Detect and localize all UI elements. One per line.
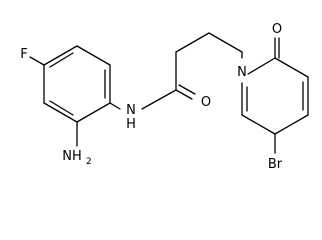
amine-nh-label: NH [62, 149, 82, 164]
propanamide-chain [141, 32, 243, 110]
amide-n-label: N [126, 103, 136, 118]
amino-group-label: NH 2 [62, 149, 91, 167]
pyridinone-ring [241, 37, 309, 135]
benzene-ring [43, 45, 111, 123]
amine-subscript-label: 2 [86, 157, 92, 167]
amide-nh-label: N H [126, 103, 136, 132]
c-n-amide-bond [109, 102, 121, 110]
amide-oxygen-label: O [201, 95, 211, 110]
ketone-oxygen-label: O [272, 22, 282, 37]
bromine-label: Br [268, 157, 283, 172]
ring-nitrogen-label: N [237, 65, 247, 80]
amide-h-label: H [126, 117, 136, 132]
molecular-structure: F NH 2 N H O N O Br [20, 22, 309, 172]
c-f-bond [29, 56, 45, 66]
fluorine-label: F [20, 47, 27, 62]
